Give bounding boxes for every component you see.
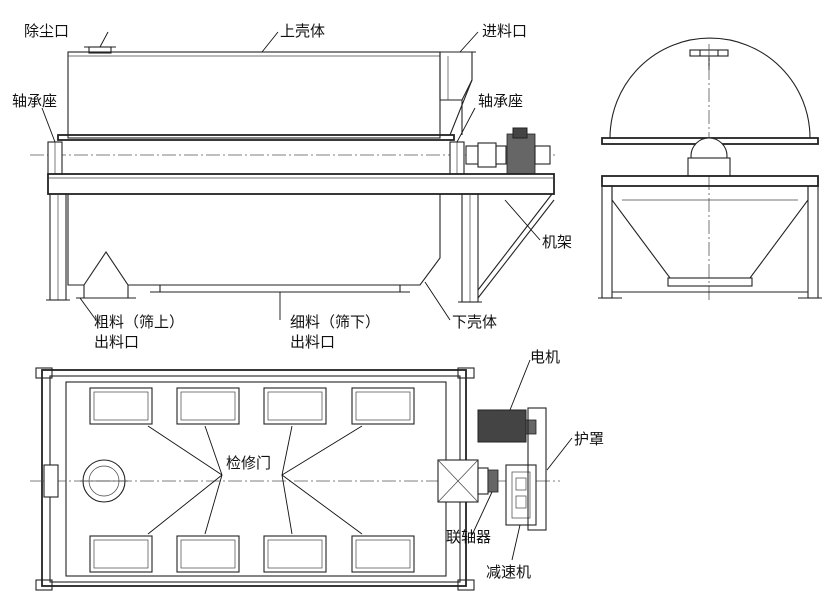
dust-port <box>80 459 128 503</box>
top-view <box>30 367 560 591</box>
frame-legs <box>46 193 555 303</box>
label-frame: 机架 <box>542 233 572 251</box>
label-coarse-outlet-1: 粗料（筛上） <box>94 313 184 331</box>
label-reducer: 减速机 <box>486 563 531 581</box>
bearing-seat-right <box>449 141 465 175</box>
coupling-top <box>477 467 499 495</box>
upper-shell <box>57 51 455 141</box>
side-view <box>598 37 822 300</box>
label-lower-shell: 下壳体 <box>452 313 497 331</box>
front-view <box>30 46 555 303</box>
label-bearing-seat-right: 轴承座 <box>478 92 523 110</box>
label-fine-outlet-1: 细料（筛下） <box>290 313 380 331</box>
label-fine-outlet-2: 出料口 <box>290 333 335 351</box>
label-upper-shell: 上壳体 <box>280 22 325 40</box>
leader-lines <box>41 31 573 561</box>
drive-unit <box>465 127 551 175</box>
frame-beam <box>47 173 555 195</box>
lower-shell <box>67 194 441 299</box>
label-inspection-door: 检修门 <box>226 454 271 472</box>
bearing-seat-left <box>47 141 63 175</box>
label-bearing-seat-left: 轴承座 <box>12 92 57 110</box>
label-feed-inlet: 进料口 <box>482 22 527 40</box>
inspection-doors-bottom <box>89 535 415 573</box>
inspection-doors-top <box>89 387 415 425</box>
reducer-top <box>505 464 537 526</box>
guard-outline <box>527 407 547 531</box>
label-coarse-outlet-2: 出料口 <box>94 333 139 351</box>
label-dust-outlet: 除尘口 <box>24 22 69 40</box>
label-motor: 电机 <box>530 348 560 366</box>
labels: 除尘口 上壳体 进料口 轴承座 轴承座 机架 粗料（筛上） 出料口 细料（筛下）… <box>12 22 604 581</box>
label-guard: 护罩 <box>574 430 604 448</box>
label-coupling: 联轴器 <box>446 528 491 546</box>
feed-inlet <box>436 51 476 136</box>
motor-top <box>477 409 537 443</box>
